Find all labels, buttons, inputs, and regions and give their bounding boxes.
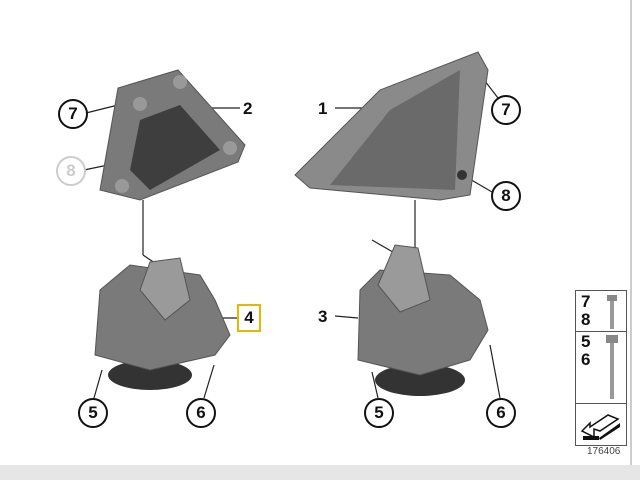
bottom-bar [0,465,640,480]
bracket-1[interactable] [294,51,489,201]
short-bolt-icon [607,295,617,329]
engine-mount-4[interactable] [94,257,231,390]
legend-num: 5 [581,332,591,351]
long-bolt-icon [606,335,618,399]
diagram-code: 176406 [587,446,621,457]
callout-7[interactable]: 7 [58,99,88,129]
fastener-legend: 7 8 5 6 [575,290,627,446]
callout-8[interactable]: 8 [491,181,521,211]
bracket-2[interactable] [99,69,246,201]
legend-row-bolt-short[interactable]: 7 8 [576,291,626,332]
legend-row-bolt-long[interactable]: 5 6 [576,331,626,404]
callout-4-highlighted[interactable]: 4 [237,304,261,332]
direction-arrow-icon [580,414,620,440]
callout-3[interactable]: 3 [318,307,328,326]
callout-7[interactable]: 7 [491,95,521,125]
callout-5[interactable]: 5 [78,398,108,428]
legend-num: 8 [581,310,591,329]
callout-1[interactable]: 1 [318,99,328,118]
callout-6[interactable]: 6 [186,398,216,428]
callout-6[interactable]: 6 [486,398,516,428]
engine-mount-3[interactable] [357,244,489,396]
legend-num: 6 [581,350,591,369]
callout-5[interactable]: 5 [364,398,394,428]
callout-2[interactable]: 2 [243,99,253,118]
callout-8-faded[interactable]: 8 [56,156,86,186]
legend-num: 7 [581,292,591,311]
right-edge-divider [630,0,632,465]
